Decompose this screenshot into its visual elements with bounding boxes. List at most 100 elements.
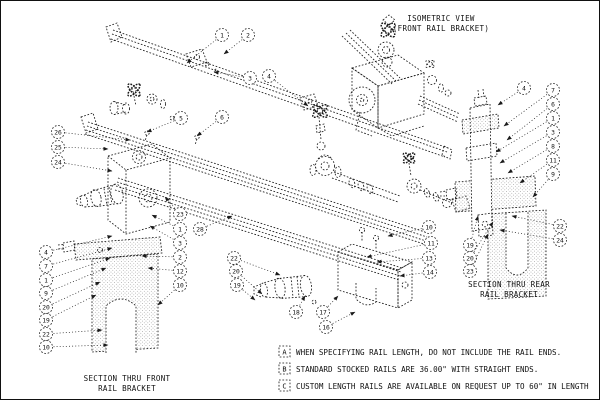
callout-bubble xyxy=(546,97,560,111)
callout-2: 2 xyxy=(223,28,255,55)
upper-rail xyxy=(105,22,453,160)
callout-3: 3 xyxy=(149,225,187,250)
callout-leader-line xyxy=(511,214,553,225)
callout-bubble xyxy=(215,28,229,42)
isometric-view-title-line1: ISOMETRIC VIEW xyxy=(407,14,475,23)
note-row-b: B STANDARD STOCKED RAILS ARE 36.00" WITH… xyxy=(278,362,538,375)
callout-leader-line xyxy=(53,247,113,265)
callout-leader-line xyxy=(399,272,423,278)
callout-number: 2 xyxy=(246,32,250,39)
callout-number: 11 xyxy=(549,157,557,164)
callout-number: 14 xyxy=(426,269,434,276)
callout-number: 19 xyxy=(466,242,474,249)
callout-bubble xyxy=(173,222,187,236)
callout-leader-line xyxy=(206,215,233,227)
callout-number: 1 xyxy=(178,226,182,233)
callout-bubble xyxy=(319,320,333,334)
callout-number: 23 xyxy=(176,211,184,218)
callout-number: 5 xyxy=(179,115,183,122)
callout-bubble xyxy=(289,305,303,319)
callout-23: 23 xyxy=(164,196,187,221)
rear-section-title-line2: RAIL BRACKET xyxy=(480,290,538,299)
callout-4: 4 xyxy=(497,81,531,106)
callout-number: 28 xyxy=(196,226,204,233)
callout-bubble xyxy=(230,278,244,292)
callout-bubble xyxy=(173,250,187,264)
callout-leader-line xyxy=(241,275,263,295)
callout-16: 16 xyxy=(319,311,356,334)
callout-leader-line xyxy=(141,254,173,259)
callout-12: 12 xyxy=(147,264,187,278)
note-c-text: CUSTOM LENGTH RAILS ARE AVAILABLE ON REQ… xyxy=(296,382,589,391)
callout-20: 20 xyxy=(39,281,101,314)
rear-section-drawing xyxy=(439,88,547,300)
callout-3: 3 xyxy=(213,70,257,85)
callout-4: 4 xyxy=(262,69,309,107)
callout-leader-line xyxy=(332,311,356,324)
callout-number: 4 xyxy=(267,73,271,80)
callout-number: 20 xyxy=(466,255,474,262)
callout-leader-line xyxy=(507,149,547,174)
callout-bubble xyxy=(51,125,65,139)
callout-5: 5 xyxy=(146,111,188,133)
callout-number: 1 xyxy=(551,115,555,122)
callout-leader-line xyxy=(53,328,103,334)
callout-leader-line xyxy=(164,196,176,209)
callout-leader-line xyxy=(151,214,174,226)
callout-number: 4 xyxy=(522,85,526,92)
callout-bubble xyxy=(227,251,241,265)
callout-bubble xyxy=(39,313,53,327)
callout-bubble xyxy=(463,238,477,252)
callout-bubble xyxy=(546,139,560,153)
callout-bubble xyxy=(262,69,276,83)
callout-10: 10 xyxy=(39,340,109,354)
callout-leader-line xyxy=(519,164,548,184)
callout-leader-line xyxy=(149,225,174,240)
note-a-tag: A xyxy=(282,349,287,357)
callout-leader-line xyxy=(186,39,217,64)
callout-number: 16 xyxy=(322,324,330,331)
note-a-tag-box xyxy=(278,345,291,358)
callout-bubble xyxy=(463,264,477,278)
callout-leader-line xyxy=(387,228,422,237)
callout-22: 22 xyxy=(511,214,567,233)
callout-22: 22 xyxy=(227,251,281,276)
callout-10: 10 xyxy=(387,220,436,237)
callout-number: 19 xyxy=(233,282,241,289)
callout-leader-line xyxy=(327,295,339,307)
note-c-tag: C xyxy=(282,383,286,391)
callout-number: 20 xyxy=(232,268,240,275)
callout-22: 22 xyxy=(39,327,103,341)
callout-number: 19 xyxy=(42,317,50,324)
callout-13: 13 xyxy=(376,251,436,265)
callout-bubble xyxy=(423,265,437,279)
callout-leader-line xyxy=(497,91,518,106)
callout-leader-line xyxy=(65,132,131,142)
callout-number: 10 xyxy=(176,282,184,289)
callout-14: 14 xyxy=(399,265,437,279)
callout-number: 24 xyxy=(54,159,62,166)
callout-number: 1 xyxy=(44,277,48,284)
callout-bubble xyxy=(546,111,560,125)
callout-bubble xyxy=(173,278,187,292)
callout-leader-line xyxy=(65,162,113,173)
callout-number: 9 xyxy=(551,171,555,178)
front-bracket-assembly xyxy=(75,143,171,235)
callout-1: 1 xyxy=(495,111,560,153)
front-section-drawing xyxy=(57,236,163,353)
callout-leader-line xyxy=(274,80,309,107)
callout-25: 25 xyxy=(51,140,109,154)
front-section-title-line2: RAIL BRACKET xyxy=(98,384,156,393)
note-row-a: A WHEN SPECIFYING RAIL LENGTH, DO NOT IN… xyxy=(278,345,561,358)
callout-9: 9 xyxy=(532,167,560,198)
callout-17: 17 xyxy=(316,295,339,319)
note-b-text: STANDARD STOCKED RAILS ARE 36.00" WITH S… xyxy=(296,365,538,374)
callout-leader-line xyxy=(65,146,109,151)
callout-bubble xyxy=(173,264,187,278)
callout-leader-line xyxy=(366,244,424,258)
callout-28: 28 xyxy=(193,215,233,236)
note-c-tag-box xyxy=(278,379,291,392)
note-b-tag-box xyxy=(278,362,291,375)
left-end-fittings xyxy=(109,83,166,115)
callout-leader-line xyxy=(223,39,243,55)
